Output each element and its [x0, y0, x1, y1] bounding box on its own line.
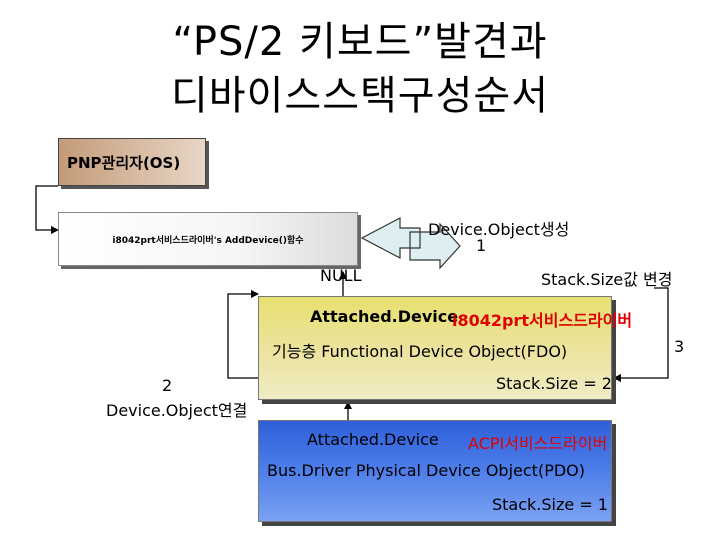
pdo-box	[258, 420, 612, 522]
create-device-arrow	[360, 217, 461, 270]
step1-number: 1	[476, 236, 487, 255]
fdo-description: 기능층 Functional Device Object(FDO)	[272, 342, 568, 361]
step2-number: 2	[162, 376, 173, 395]
adddevice-box: i8042prt서비스드라이버's AddDevice()함수	[58, 212, 358, 266]
pdo-description: Bus.Driver Physical Device Object(PDO)	[267, 461, 585, 480]
stacksize-change-connector	[613, 287, 669, 382]
null-label: NULL	[320, 266, 362, 285]
pnp-to-driver-connector	[35, 185, 59, 234]
step1-label: Device.Object생성	[428, 220, 570, 239]
fdo-attached-label: Attached.Device	[310, 307, 459, 326]
adddevice-label: i8042prt서비스드라이버's AddDevice()함수	[112, 235, 304, 246]
title-line-1: “PS/2 키보드”발견과	[172, 19, 548, 65]
fdo-box	[258, 296, 612, 400]
pdo-driver-label: ACPI서비스드라이버	[468, 434, 608, 453]
step3-number: 3	[674, 337, 685, 356]
fdo-driver-label: i8042prt서비스드라이버	[452, 311, 633, 330]
pdo-attached-label: Attached.Device	[307, 430, 439, 449]
pnp-manager-box: PNP관리자(OS)	[58, 138, 206, 186]
device-link-connector	[227, 290, 259, 379]
pnp-manager-label: PNP관리자(OS)	[67, 153, 181, 172]
fdo-stacksize: Stack.Size = 2	[496, 374, 612, 393]
title-line-2: 디바이스스택구성순서	[171, 73, 549, 119]
step2-label: Device.Object연결	[106, 401, 248, 420]
pdo-stacksize: Stack.Size = 1	[492, 495, 608, 514]
stacksize-change-label: Stack.Size값 변경	[541, 270, 673, 289]
